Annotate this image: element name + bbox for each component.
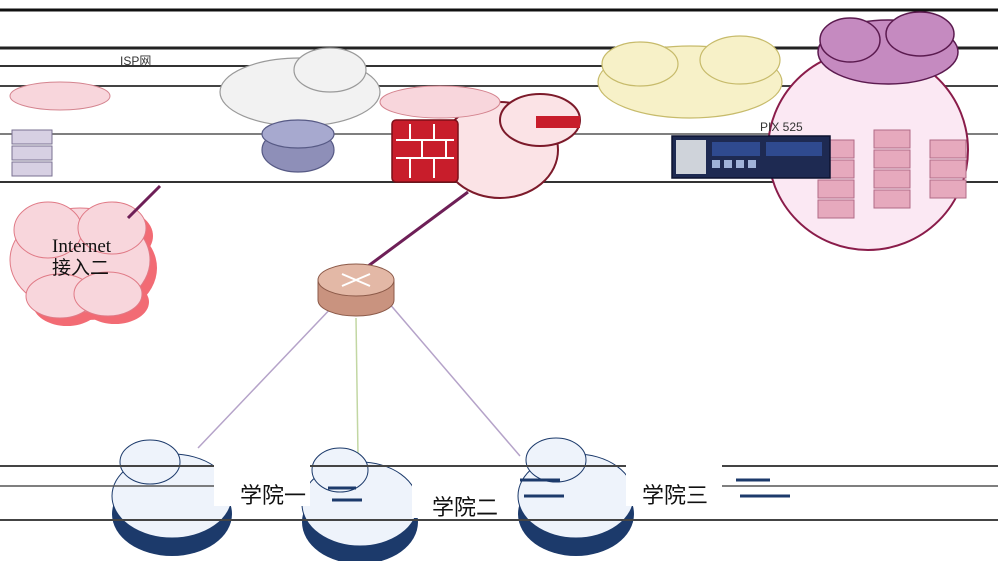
college-3-label: 学院三 — [642, 483, 709, 508]
firewall-icon — [536, 116, 580, 128]
college-label-bg — [412, 474, 502, 518]
link-line — [355, 317, 359, 457]
internet-label-line2: 接入二 — [52, 258, 110, 279]
college-1-label: 学院一 — [240, 483, 307, 508]
internet-label-line1: Internet — [52, 236, 112, 257]
college-label-bg — [214, 462, 310, 506]
isp-label: ISP网 — [120, 54, 152, 68]
college-label-bg — [626, 462, 722, 506]
cloud-icon — [817, 11, 959, 85]
pix-appliance-icon — [671, 135, 831, 179]
cloud-icon — [597, 35, 783, 119]
bottom-band-dashes — [328, 478, 790, 502]
link-line — [387, 301, 521, 457]
college-cloud-icon — [111, 437, 635, 561]
link-line — [197, 303, 336, 449]
pix-label: PIX 525 — [760, 120, 803, 134]
server-rack-icon — [11, 129, 53, 177]
internet-cloud-label: Internet 接入二 — [52, 236, 111, 280]
college-2-label: 学院二 — [432, 495, 499, 520]
firewall-icon — [391, 119, 459, 183]
cloud-icon — [9, 81, 501, 119]
link-line — [351, 190, 469, 280]
core-router-icon — [317, 263, 395, 317]
link-line — [126, 184, 162, 220]
cloud-icon — [219, 47, 381, 127]
router-icon — [261, 119, 335, 173]
